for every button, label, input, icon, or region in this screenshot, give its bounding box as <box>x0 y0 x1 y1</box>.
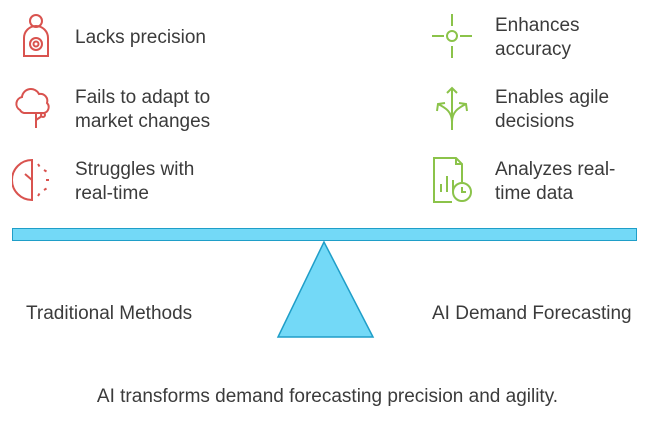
right-side-title: AI Demand Forecasting <box>432 303 632 324</box>
diagram-caption: AI transforms demand forecasting precisi… <box>96 386 559 407</box>
right-item-label: Enhances accuracy <box>495 15 580 60</box>
left-item-label: Lacks precision <box>75 27 206 48</box>
right-item-label: Analyzes real- time data <box>495 159 616 204</box>
seesaw-beam <box>12 228 637 241</box>
left-item-label: Fails to adapt to market changes <box>75 87 211 132</box>
left-item-label: Struggles with real-time <box>75 159 195 204</box>
cloud-tree-icon <box>12 84 52 132</box>
left-side-title: Traditional Methods <box>26 303 193 324</box>
target-person-icon <box>16 12 56 60</box>
half-clock-icon <box>12 156 52 204</box>
crosshair-icon <box>432 12 472 60</box>
chart-clock-icon <box>432 156 472 204</box>
branching-arrows-icon <box>432 84 472 132</box>
seesaw-fulcrum <box>276 240 376 340</box>
right-item-label: Enables agile decisions <box>495 87 610 132</box>
